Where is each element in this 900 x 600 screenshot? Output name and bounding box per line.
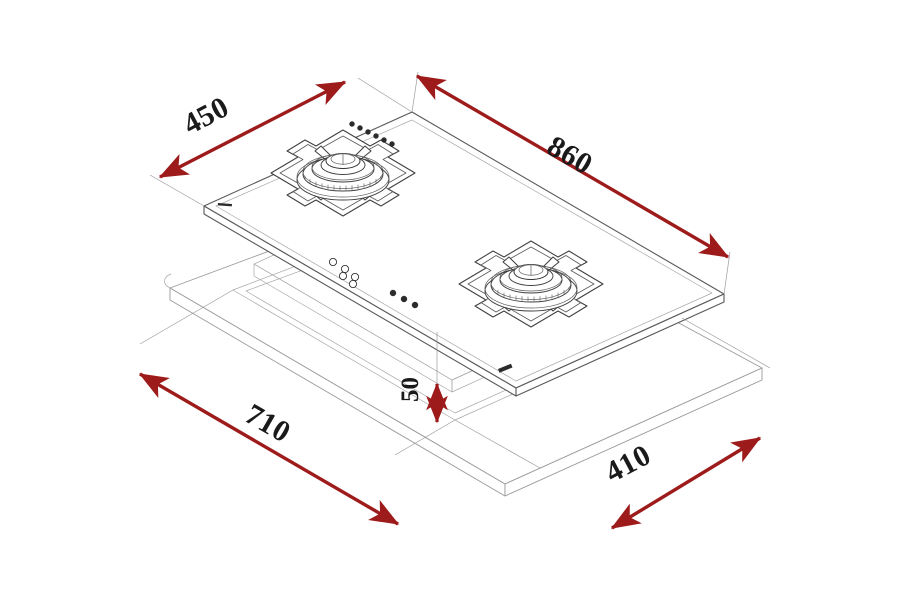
dimension-label-860: 860: [542, 129, 599, 181]
dimension-label-450: 450: [178, 90, 235, 141]
dimension-50: 50: [397, 332, 448, 424]
hob-glass-right-edge: [515, 293, 725, 397]
ext-line-450-a: [149, 174, 205, 207]
mark-dash-left: [217, 202, 232, 207]
dim-arrow-410: [610, 436, 762, 530]
dimension-label-50: 50: [397, 377, 424, 402]
mark-cluster-lower[interactable]: [389, 289, 419, 309]
ext-line-860-b: [723, 251, 731, 295]
mark-cluster-upper[interactable]: [328, 257, 359, 288]
ext-line-450-b: [357, 77, 413, 113]
dim-arrow-710: [138, 372, 400, 526]
ext-line-710-b: [394, 419, 456, 456]
countertop-right-edge: [504, 367, 763, 497]
mark-dash-front: [498, 363, 513, 373]
countertop-rounded-corner: [164, 273, 172, 289]
ext-line-410-b: [681, 317, 771, 369]
dimension-label-710: 710: [240, 397, 297, 449]
dim-arrow-450: [158, 80, 347, 179]
ext-line-410-a: [454, 419, 541, 469]
mark-badge-rear: [349, 121, 395, 147]
dim-arrow-860: [415, 74, 730, 259]
ext-line-710-a: [139, 289, 234, 345]
